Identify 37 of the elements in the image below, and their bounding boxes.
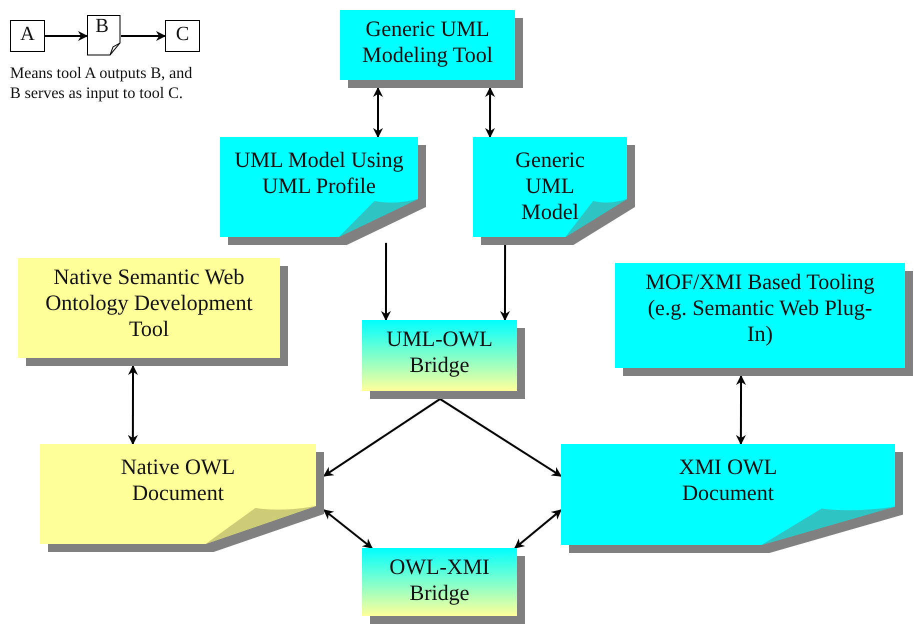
arrow xyxy=(500,242,510,321)
node-label: UML Model Using UML Profile xyxy=(233,147,405,199)
bridge-box xyxy=(362,548,525,624)
node-label: A xyxy=(19,23,36,47)
tool-box xyxy=(165,20,200,52)
document-shape xyxy=(87,15,121,56)
document-note xyxy=(473,137,635,245)
node-label: B xyxy=(94,15,110,39)
document-note xyxy=(561,444,903,553)
node-label: XMI OWL Document xyxy=(678,454,778,506)
arrow xyxy=(121,31,166,41)
tool-box xyxy=(340,10,523,88)
arrow xyxy=(380,242,391,321)
arrow xyxy=(45,31,88,41)
node-label: MOF/XMI Based Tooling (e.g. Semantic Web Plug-In) xyxy=(644,269,876,347)
node-label: UML-OWL Bridge xyxy=(385,326,494,378)
node-label: Generic UML Model xyxy=(514,147,586,225)
document-note xyxy=(40,444,324,552)
arrow xyxy=(323,509,373,549)
arrow xyxy=(373,87,383,138)
bridge-box xyxy=(362,320,525,399)
node-label: OWL-XMI Bridge xyxy=(388,554,491,606)
document-note xyxy=(220,137,426,245)
arrow xyxy=(736,375,746,445)
node-label: Generic UML Modeling Tool xyxy=(361,16,494,68)
tool-box xyxy=(10,20,45,52)
legend-note: Means tool A outputs B, and B serves as input to tool C. xyxy=(10,64,194,104)
node-label: Native Semantic Web Ontology Development Tool xyxy=(44,264,254,342)
node-label: C xyxy=(174,23,190,47)
arrow xyxy=(514,509,562,549)
node-label: Native OWL Document xyxy=(120,454,236,506)
arrow xyxy=(128,365,138,445)
tool-box xyxy=(615,263,913,376)
arrow xyxy=(440,398,562,477)
tool-box xyxy=(18,258,288,366)
arrow xyxy=(323,398,441,477)
arrow xyxy=(485,87,496,138)
